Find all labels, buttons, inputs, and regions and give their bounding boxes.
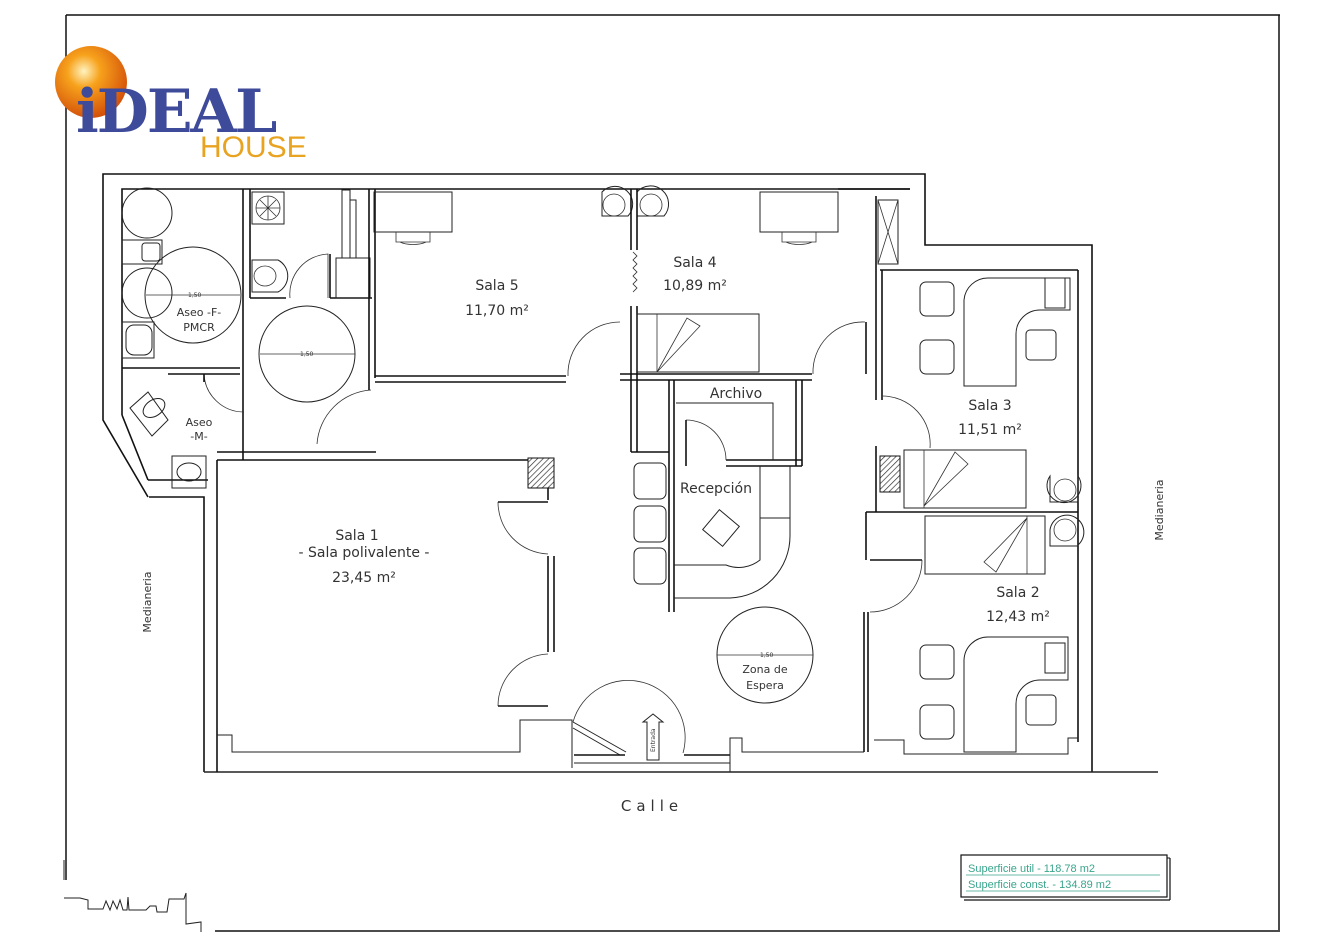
sala-4-label: Sala 4: [673, 255, 716, 271]
desk: [963, 636, 1069, 753]
sala-3-area: 11,51 m²: [958, 422, 1022, 438]
sala-5-label: Sala 5: [475, 278, 518, 294]
skyline-icon: [63, 860, 202, 932]
chair-icon: [919, 704, 955, 740]
logo-brand-sub: HOUSE: [200, 131, 307, 164]
zona-espera: 1,50 Zona de Espera: [716, 606, 814, 704]
diameter-label: 1,50: [188, 292, 202, 299]
surface-summary-box: Superficie util - 118.78 m2 Superficie c…: [960, 854, 1171, 901]
svg-text:1,50: 1,50: [300, 351, 314, 358]
aseo-m-sublabel: -M-: [190, 430, 207, 443]
waiting-chairs: [633, 462, 667, 585]
superficie-util: Superficie util - 118.78 m2: [968, 863, 1095, 875]
room-archivo: Archivo: [630, 380, 803, 467]
recepcion-label: Recepción: [680, 481, 752, 497]
washbasin-icon: [639, 193, 663, 217]
logo-brand-main: iDEAL: [76, 77, 276, 147]
office-chair-icon: [1025, 694, 1057, 726]
sheet-border: [65, 14, 1280, 932]
window: [877, 199, 899, 265]
ideal-house-logo: iDEAL HOUSE: [55, 46, 307, 164]
aseo-f-sublabel: PMCR: [183, 321, 215, 334]
sala-3-label: Sala 3: [968, 398, 1011, 414]
washbasin-icon: [602, 193, 626, 217]
stair-shelf: [903, 449, 1027, 509]
washbasin-icon: [1053, 478, 1077, 502]
zona-espera-sublabel: Espera: [746, 679, 784, 692]
chair-icon: [919, 644, 955, 680]
entrada-label: Entrada: [650, 728, 657, 752]
sala-4-area: 10,89 m²: [663, 278, 727, 294]
sala-5-area: 11,70 m²: [465, 303, 529, 319]
sala-2-area: 12,43 m²: [986, 609, 1050, 625]
aseo-f: 1,50 Aseo -F- PMCR: [121, 187, 251, 460]
sala-2-label: Sala 2: [996, 585, 1039, 601]
toilet-icon: [142, 397, 166, 419]
column: [879, 455, 901, 493]
archivo-label: Archivo: [710, 386, 762, 402]
room-sala-4: Sala 4 10,89 m²: [620, 185, 910, 400]
washbasin-icon: [176, 462, 202, 482]
desk: [963, 277, 1071, 387]
aseo-m: Aseo -M-: [129, 373, 530, 489]
outer-walls: [102, 173, 1158, 773]
svg-text:1,50: 1,50: [760, 652, 774, 659]
office-chair-icon: [1025, 329, 1057, 361]
zona-espera-label: Zona de: [742, 663, 787, 676]
aseo-m-label: Aseo: [186, 416, 213, 429]
office-chair-icon: [701, 508, 741, 548]
room-sala-2: Sala 2 12,43 m²: [863, 512, 1085, 755]
washbasin-icon: [1053, 518, 1077, 542]
chair-icon: [919, 339, 955, 375]
entrance[interactable]: Entrada: [572, 679, 864, 772]
entrance-arrow-icon: [641, 713, 665, 761]
sink-icon: [253, 265, 277, 287]
logo-sphere-icon: [55, 46, 127, 118]
column: [527, 457, 555, 489]
desk: [759, 191, 839, 233]
chair-icon: [919, 281, 955, 317]
stair-shelf: [924, 515, 1046, 575]
desk: [373, 191, 453, 233]
room-sala-1: Sala 1 - Sala polivalente - 23,45 m²: [217, 457, 573, 768]
turning-circle-aseo-f: [144, 246, 242, 344]
room-recepcion: Recepción: [633, 462, 791, 612]
stair-shelf: [636, 313, 760, 373]
aseo-lobby: 1,50: [250, 189, 376, 445]
medianeria-left-label: Medianeria: [141, 571, 154, 632]
medianeria-right-label: Medianeria: [1153, 479, 1166, 540]
room-sala-5: Sala 5 11,70 m²: [373, 185, 634, 383]
sala-1-label: Sala 1: [335, 528, 378, 544]
sala-1-subtitle: - Sala polivalente -: [299, 545, 430, 561]
superficie-const: Superficie const. - 134.89 m2: [968, 879, 1111, 891]
calle-label: Calle: [621, 797, 683, 815]
aseo-f-label: Aseo -F-: [177, 306, 222, 319]
sala-1-area: 23,45 m²: [332, 570, 396, 586]
room-sala-3: Sala 3 11,51 m²: [866, 277, 1082, 513]
